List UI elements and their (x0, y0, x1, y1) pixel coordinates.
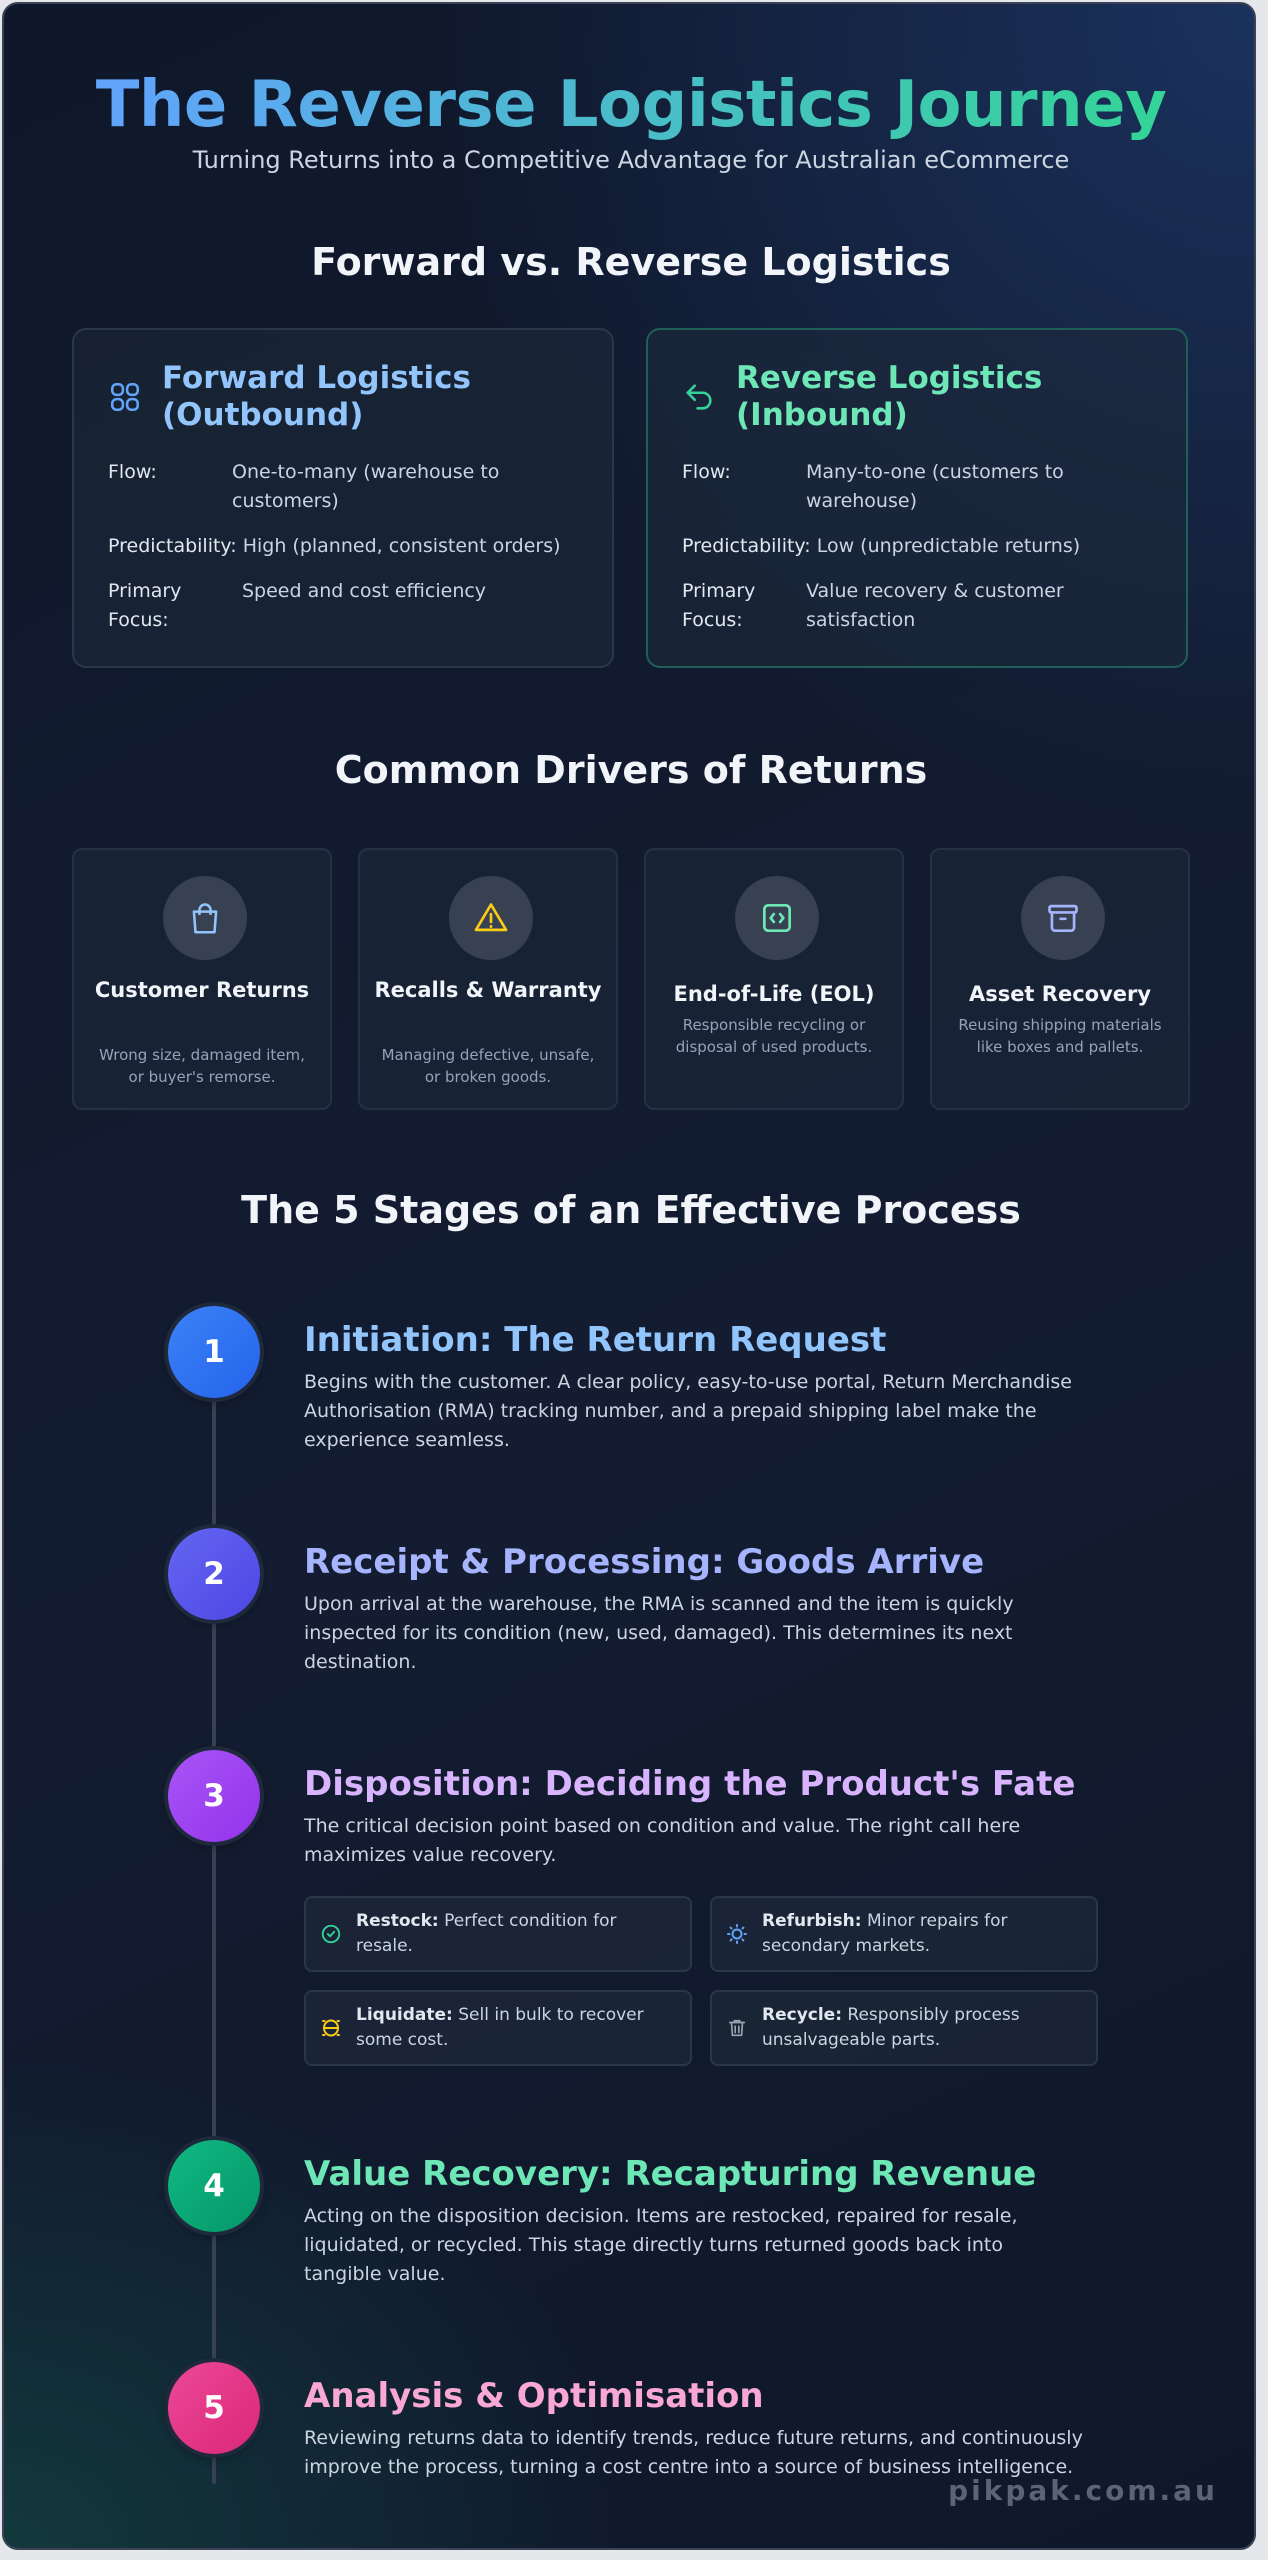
sun-gear-icon (727, 1924, 747, 1944)
forward-logistics-title: Forward Logistics (Outbound) (162, 360, 471, 433)
stage-4-title: Value Recovery: Recapturing Revenue (304, 2154, 1037, 2194)
stage-3-title: Disposition: Deciding the Product's Fate (304, 1764, 1076, 1804)
driver-title: Recalls & Warranty (374, 978, 602, 1002)
archive-box-icon (1048, 904, 1078, 933)
reverse-row-predictability: Predictability: Low (unpredictable retur… (682, 535, 1081, 557)
stage-1-text: Begins with the customer. A clear policy… (304, 1371, 1072, 1451)
shopping-bag-icon (192, 903, 218, 934)
grid-icon (110, 382, 140, 412)
comparison-heading: Forward vs. Reverse Logistics (311, 240, 951, 284)
stage-5-text: Reviewing returns data to identify trend… (304, 2427, 1083, 2478)
timeline-line (212, 1354, 216, 2484)
disposition-refurbish: Refurbish: Minor repairs for secondary m… (710, 1896, 1098, 1972)
stage-1-number: 1 (168, 1306, 260, 1398)
reverse-row-flow: Flow: Many-to-one (customers to warehous… (682, 461, 1064, 512)
disposition-recycle: Recycle: Responsibly process unsalvageab… (710, 1990, 1098, 2066)
driver-card-asset-recovery: Asset Recovery Reusing shipping material… (930, 848, 1190, 1110)
reverse-logistics-card: Reverse Logistics (Inbound) Flow: Many-t… (646, 328, 1188, 668)
driver-title: Asset Recovery (968, 982, 1152, 1006)
stage-1-title: Initiation: The Return Request (304, 1320, 887, 1360)
stage-5-number: 5 (168, 2362, 260, 2454)
stage-5-title: Analysis & Optimisation (304, 2376, 764, 2416)
page-title: The Reverse Logistics Journey (4, 68, 1254, 142)
stages-heading: The 5 Stages of an Effective Process (241, 1188, 1021, 1232)
reverse-logistics-title: Reverse Logistics (Inbound) (736, 360, 1043, 433)
stage-3-number: 3 (168, 1750, 260, 1842)
page-subtitle: Turning Returns into a Competitive Advan… (192, 146, 1070, 174)
driver-desc: Wrong size, damaged item, or buyer's rem… (99, 1046, 305, 1086)
driver-card-recalls: Recalls & Warranty Managing defective, u… (358, 848, 618, 1110)
stage-2-text: Upon arrival at the warehouse, the RMA i… (304, 1593, 1014, 1673)
warning-triangle-icon (474, 903, 508, 932)
driver-title: Customer Returns (94, 978, 310, 1002)
stage-2-number: 2 (168, 1528, 260, 1620)
liquidate-icon (322, 2019, 340, 2037)
stage-4-number: 4 (168, 2140, 260, 2232)
code-box-icon (762, 903, 792, 933)
forward-row-predictability: Predictability: High (planned, consisten… (108, 535, 561, 557)
driver-desc: Managing defective, unsafe, or broken go… (381, 1046, 595, 1086)
brand-watermark: pikpak.com.au (948, 2474, 1218, 2507)
driver-card-customer-returns: Customer Returns Wrong size, damaged ite… (72, 848, 332, 1110)
drivers-heading: Common Drivers of Returns (334, 748, 928, 792)
disposition-liquidate: Liquidate: Sell in bulk to recover some … (304, 1990, 692, 2066)
stage-2-title: Receipt & Processing: Goods Arrive (304, 1542, 985, 1582)
forward-logistics-card: Forward Logistics (Outbound) Flow: One-t… (72, 328, 614, 668)
disposition-restock: Restock: Perfect condition for resale. (304, 1896, 692, 1972)
forward-row-focus: Primary Focus: Speed and cost efficiency (108, 580, 487, 631)
driver-desc: Reusing shipping materials like boxes an… (958, 1016, 1162, 1056)
stage-4-text: Acting on the disposition decision. Item… (304, 2205, 1018, 2285)
driver-card-eol: End-of-Life (EOL) Responsible recycling … (644, 848, 904, 1110)
undo-arrow-icon (686, 384, 712, 410)
driver-title: End-of-Life (EOL) (673, 982, 875, 1006)
stage-3-text: The critical decision point based on con… (304, 1815, 1021, 1866)
check-circle-icon (321, 1924, 341, 1944)
reverse-row-focus: Primary Focus: Value recovery & customer… (682, 580, 1064, 631)
trash-icon (728, 2019, 746, 2037)
forward-row-flow: Flow: One-to-many (warehouse to customer… (108, 461, 500, 512)
driver-desc: Responsible recycling or disposal of use… (675, 1016, 873, 1056)
